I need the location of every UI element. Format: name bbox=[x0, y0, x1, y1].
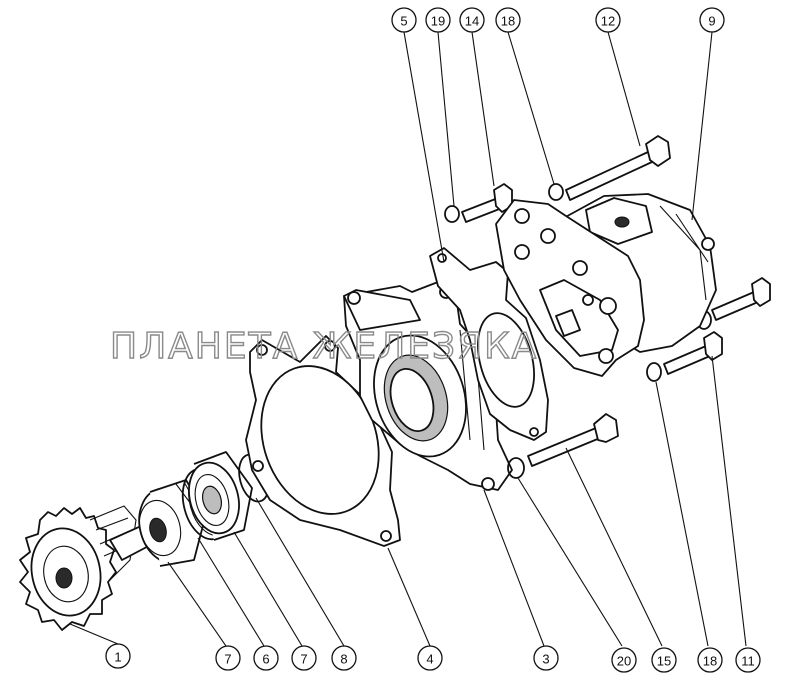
callout-19: 19 bbox=[425, 7, 451, 33]
callout-label: 7 bbox=[224, 652, 231, 667]
callout-14: 14 bbox=[459, 7, 485, 33]
callout-label: 1 bbox=[114, 650, 121, 665]
callout-3: 3 bbox=[533, 645, 559, 671]
callout-1: 1 bbox=[105, 643, 131, 669]
callout-label: 19 bbox=[431, 14, 445, 29]
bolt-15-part bbox=[527, 413, 619, 467]
callout-label: 7 bbox=[300, 652, 307, 667]
bearing-right-part bbox=[188, 451, 253, 541]
callout-7a: 7 bbox=[215, 645, 241, 671]
pump-body-part bbox=[495, 193, 717, 377]
callout-label: 14 bbox=[465, 14, 479, 29]
housing-part bbox=[343, 281, 513, 491]
callout-label: 3 bbox=[542, 652, 549, 667]
callout-20: 20 bbox=[611, 647, 637, 673]
callout-label: 9 bbox=[708, 14, 715, 29]
callout-label: 8 bbox=[340, 652, 347, 667]
callout-6: 6 bbox=[253, 645, 279, 671]
callout-label: 5 bbox=[400, 14, 407, 29]
callout-18b: 18 bbox=[697, 647, 723, 673]
callout-12: 12 bbox=[595, 7, 621, 33]
callout-label: 11 bbox=[741, 654, 755, 669]
washer-19-part bbox=[444, 205, 460, 223]
callout-4: 4 bbox=[417, 645, 443, 671]
callout-label: 12 bbox=[601, 14, 615, 29]
callout-label: 20 bbox=[617, 654, 631, 669]
washer-20-part bbox=[507, 457, 525, 479]
callout-11: 11 bbox=[735, 647, 761, 673]
gasket-small-part bbox=[429, 247, 549, 441]
washer-18-lower-part bbox=[646, 362, 662, 382]
bolt-12-part bbox=[565, 135, 671, 201]
callout-label: 4 bbox=[426, 652, 433, 667]
callout-label: 6 bbox=[262, 652, 269, 667]
callout-9: 9 bbox=[699, 7, 725, 33]
callout-label: 18 bbox=[501, 14, 515, 29]
callout-18a: 18 bbox=[495, 7, 521, 33]
callout-7b: 7 bbox=[291, 645, 317, 671]
bearing-left-part bbox=[138, 479, 207, 567]
gasket-large-part bbox=[245, 335, 401, 547]
callout-label: 18 bbox=[703, 654, 717, 669]
washer-18-upper-part bbox=[548, 183, 564, 201]
callout-15: 15 bbox=[651, 647, 677, 673]
callout-5: 5 bbox=[391, 7, 417, 33]
callout-8: 8 bbox=[331, 645, 357, 671]
callout-label: 15 bbox=[657, 654, 671, 669]
bolt-right-upper-part bbox=[711, 277, 771, 321]
bolt-11-part bbox=[663, 331, 723, 375]
gear-part bbox=[19, 505, 161, 631]
leader-lines bbox=[69, 31, 747, 647]
watermark-text: ПЛАНЕТА ЖЕЛЕЗЯКА bbox=[110, 326, 538, 367]
bolt-14-part bbox=[461, 183, 513, 223]
